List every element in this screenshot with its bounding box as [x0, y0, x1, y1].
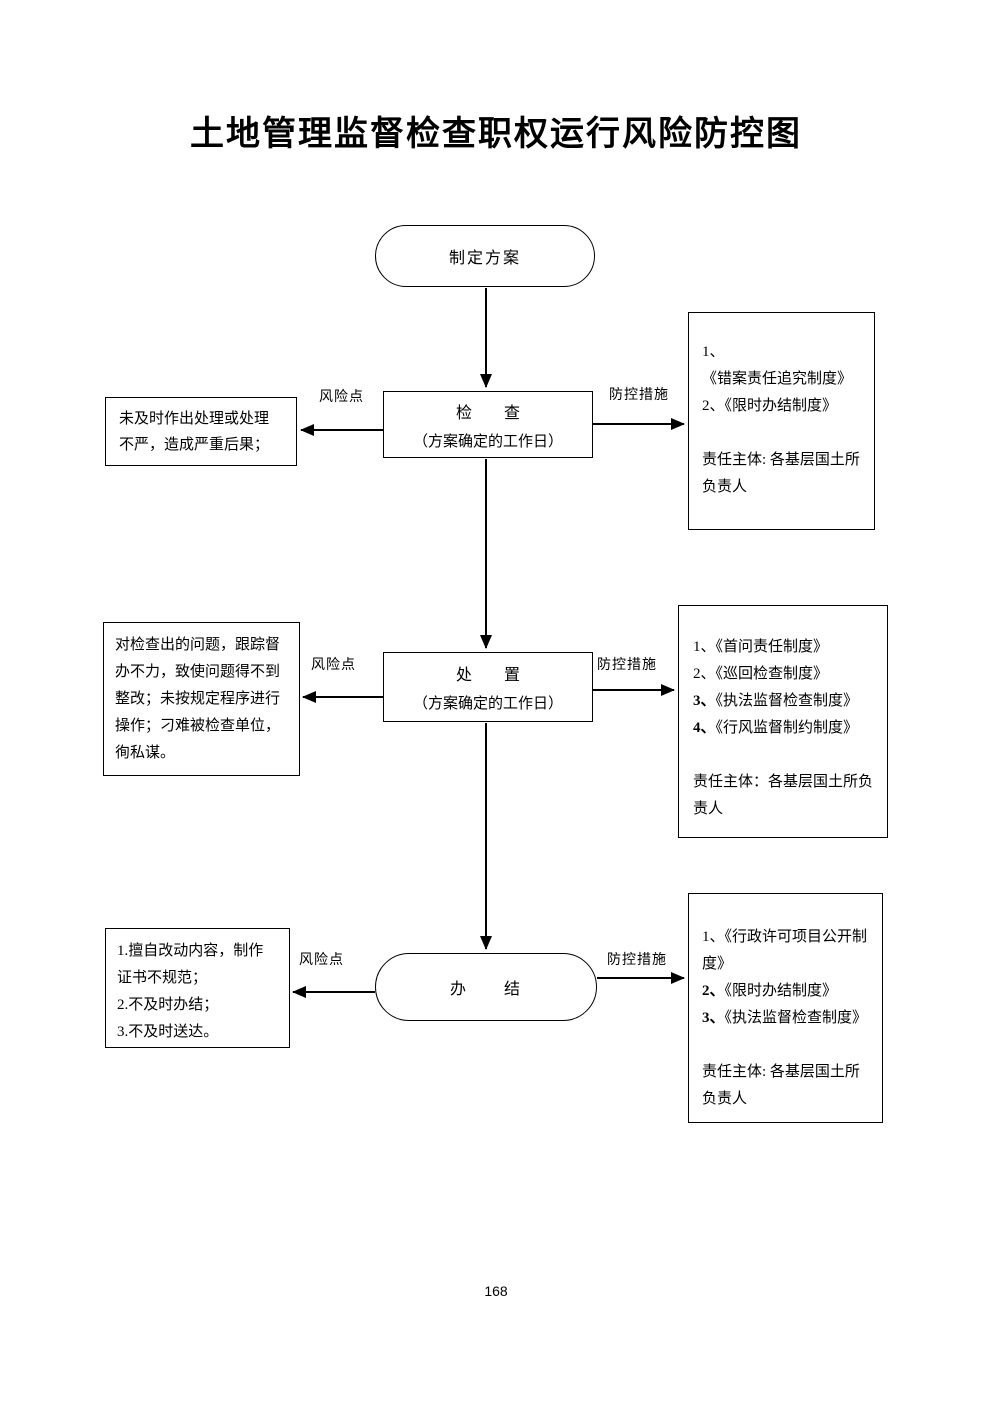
risk-text: 未及时作出处理或处理不严，造成严重后果；: [119, 411, 270, 453]
flow-node-disposal: 处 置 （方案确定的工作日）: [383, 652, 593, 722]
risk-box-disposal: 对检查出的问题，跟踪督办不力，致使问题得不到整改；未按规定程序进行操作；刁难被检…: [103, 622, 300, 776]
control-item-text: 《执法监督检查制度》: [715, 693, 859, 709]
flow-start-node: 制定方案: [375, 225, 595, 287]
flow-node-completion: 办 结: [375, 953, 597, 1021]
risk-point-label-1: 风险点: [319, 390, 364, 405]
control-item: 2、《巡回检查制度》: [693, 661, 875, 688]
completion-node-title: 办 结: [449, 981, 522, 998]
disposal-node-subtitle: （方案确定的工作日）: [412, 696, 563, 712]
responsible-party-text: 责任主体: 各基层国土所负责人: [702, 452, 860, 495]
control-box-disposal: 1、《首问责任制度》 2、《巡回检查制度》 3、《执法监督检查制度》 4、《行风…: [678, 605, 888, 838]
control-measures-label-1: 防控措施: [609, 388, 669, 403]
control-item: 3、《执法监督检查制度》: [693, 688, 875, 715]
flow-start-label: 制定方案: [448, 250, 521, 267]
control-item-text: 《首问责任制度》: [715, 639, 829, 655]
control-item: 1、《错案责任追究制度》: [702, 339, 862, 393]
control-item-number: 2、: [702, 983, 725, 999]
responsible-party-text: 责任主体: 各基层国土所负责人: [702, 1064, 860, 1107]
control-item-number: 2、: [702, 398, 725, 414]
risk-item: 2.不及时办结；: [117, 997, 219, 1013]
control-item-text: 《限时办结制度》: [724, 398, 838, 414]
control-item-number: 1、: [702, 344, 725, 360]
control-box-inspection: 1、《错案责任追究制度》 2、《限时办结制度》 责任主体: 各基层国土所负责人: [688, 312, 875, 530]
risk-point-label-2: 风险点: [311, 658, 356, 673]
control-measures-label-3: 防控措施: [607, 953, 667, 968]
control-item-text: 《行政许可项目公开制度》: [702, 929, 868, 972]
control-item-number: 1、: [702, 929, 725, 945]
control-item: 3、《执法监督检查制度》: [702, 1005, 870, 1032]
control-item-text: 《执法监督检查制度》: [724, 1010, 868, 1026]
control-box-completion: 1、《行政许可项目公开制度》 2、《限时办结制度》 3、《执法监督检查制度》 责…: [688, 893, 883, 1123]
risk-item: 1.擅自改动内容，制作证书不规范；: [117, 943, 264, 986]
control-item-number: 2、: [693, 666, 716, 682]
control-item-text: 《限时办结制度》: [724, 983, 838, 999]
control-item-text: 《行风监督制约制度》: [715, 720, 859, 736]
risk-item: 3.不及时送达。: [117, 1024, 219, 1040]
risk-point-label-3: 风险点: [299, 953, 344, 968]
control-item: 2、《限时办结制度》: [702, 978, 870, 1005]
control-item: 1、《行政许可项目公开制度》: [702, 924, 870, 978]
risk-box-inspection: 未及时作出处理或处理不严，造成严重后果；: [105, 397, 297, 466]
control-item-number: 3、: [693, 693, 716, 709]
responsible-party-text: 责任主体：各基层国土所负责人: [693, 774, 874, 817]
page-number: 168: [484, 1283, 508, 1299]
control-item-text: 《错案责任追究制度》: [702, 371, 853, 387]
control-item: 1、《首问责任制度》: [693, 634, 875, 661]
control-measures-label-2: 防控措施: [597, 658, 657, 673]
inspection-node-subtitle: （方案确定的工作日）: [412, 433, 563, 450]
inspection-node-title: 检 查: [455, 404, 520, 422]
flow-node-inspection: 检 查 （方案确定的工作日）: [383, 391, 593, 458]
risk-text: 对检查出的问题，跟踪督办不力，致使问题得不到整改；未按规定程序进行操作；刁难被检…: [115, 637, 281, 761]
disposal-node-title: 处 置: [455, 667, 520, 684]
control-item-number: 3、: [702, 1010, 725, 1026]
page-title: 土地管理监督检查职权运行风险防控图: [190, 116, 802, 153]
control-item: 2、《限时办结制度》: [702, 393, 862, 420]
control-item: 4、《行风监督制约制度》: [693, 715, 875, 742]
control-item-number: 4、: [693, 720, 716, 736]
control-item-number: 1、: [693, 639, 716, 655]
risk-box-completion: 1.擅自改动内容，制作证书不规范； 2.不及时办结； 3.不及时送达。: [105, 928, 290, 1048]
control-item-text: 《巡回检查制度》: [715, 666, 829, 682]
